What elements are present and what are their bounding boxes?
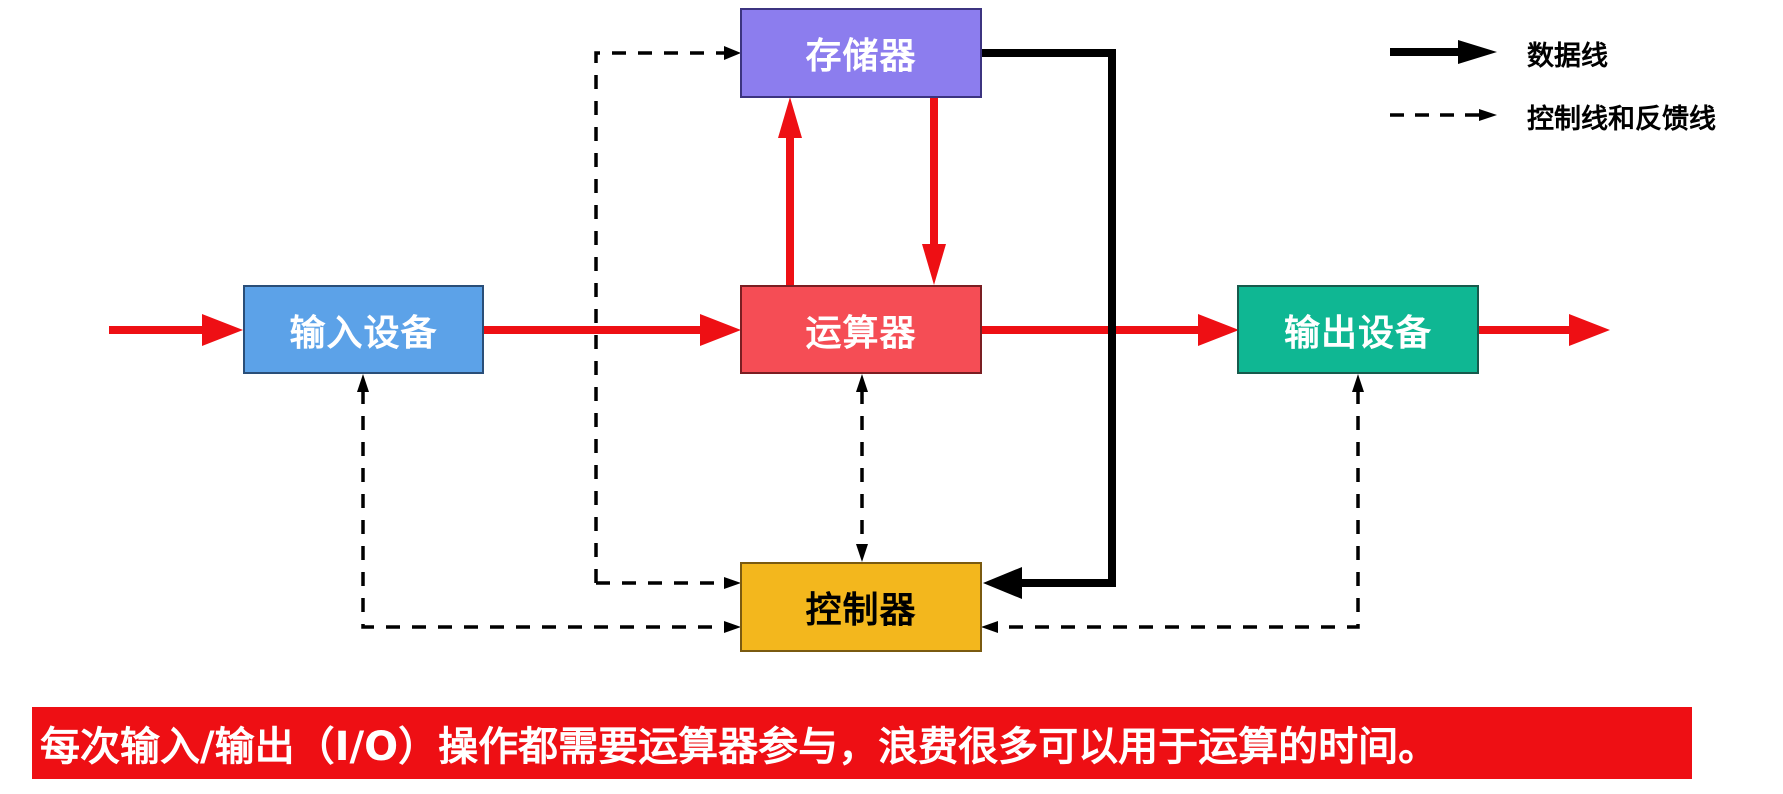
feedback-line-output: [997, 390, 1360, 629]
data-flow-arrows: [109, 97, 1610, 346]
legend-dashed-arrow: [1390, 109, 1497, 121]
memory-label: 存储器: [805, 36, 917, 77]
note-banner: 每次输入/输出（I/O）操作都需要运算器参与，浪费很多可以用于运算的时间。: [32, 707, 1692, 779]
alu-label: 运算器: [805, 312, 917, 354]
arrowhead-to-input: [357, 374, 369, 392]
input-device-box: 输入设备: [243, 285, 484, 374]
data-line-memory-to-controller: [980, 49, 1116, 599]
arrow-output-to-external: [1478, 314, 1610, 346]
controller-label: 控制器: [805, 590, 917, 631]
arrowhead-to-controller-top: [856, 544, 868, 562]
arrow-alu-to-output: [980, 314, 1239, 346]
input-device-label: 输入设备: [289, 312, 438, 354]
arrowhead-to-controller-lower: [724, 621, 741, 633]
memory-box: 存储器: [740, 8, 982, 98]
output-device-label: 输出设备: [1283, 312, 1432, 354]
arrowhead-to-memory: [724, 46, 741, 60]
arrow-external-to-input: [109, 314, 243, 346]
control-arrowheads: [357, 46, 1364, 633]
arrowhead-to-controller-right: [981, 621, 998, 633]
arrow-memory-to-alu: [922, 97, 946, 285]
arrowhead-to-controller-upper: [724, 577, 741, 589]
arrow-alu-to-memory: [778, 97, 802, 285]
feedback-line-input: [361, 390, 726, 629]
output-device-box: 输出设备: [1237, 285, 1479, 374]
controller-box: 控制器: [740, 562, 982, 652]
legend-data-line-label: 数据线: [1527, 41, 1608, 72]
arrow-input-to-alu: [483, 314, 741, 346]
control-line-to-memory: [594, 51, 726, 583]
alu-box: 运算器: [740, 285, 982, 374]
control-lines: [361, 51, 1360, 629]
arrowhead-to-alu: [856, 374, 868, 392]
legend-solid-arrow: [1390, 40, 1497, 64]
legend-control-line-label: 控制线和反馈线: [1527, 104, 1716, 135]
arrowhead-to-output: [1352, 374, 1364, 392]
note-banner-text: 每次输入/输出（I/O）操作都需要运算器参与，浪费很多可以用于运算的时间。: [40, 724, 1439, 770]
